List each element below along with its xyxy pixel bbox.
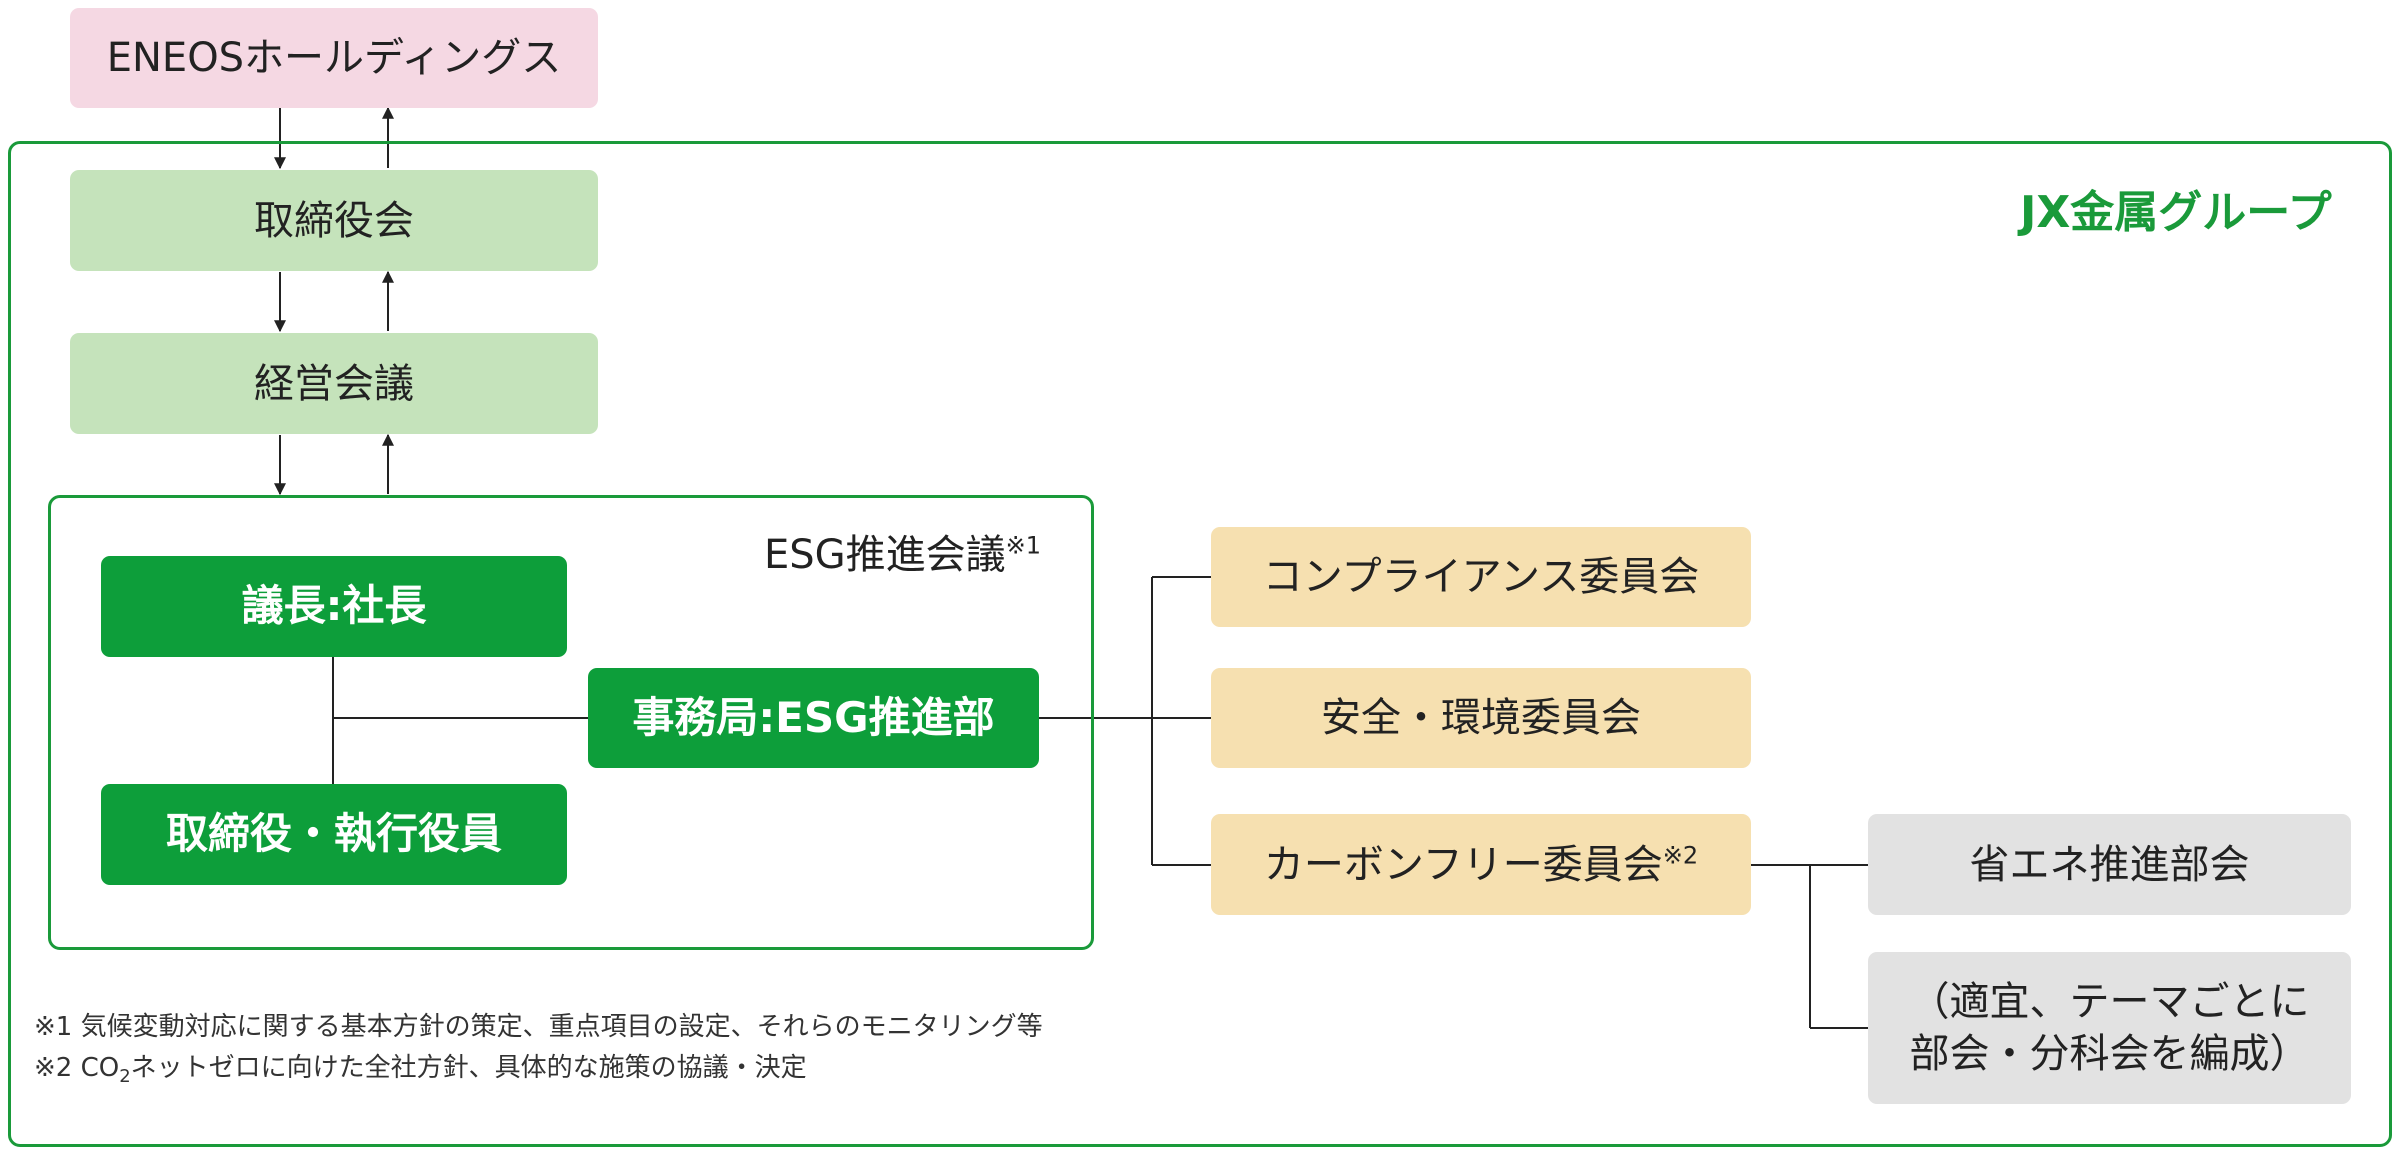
ad-hoc-subcommittee-line2: 部会・分科会を編成） [1909,1031,2310,1077]
footnote-2: ※2 CO2ネットゼロに向けた全社方針、具体的な施策の協議・決定 [34,1047,807,1088]
ad-hoc-subcommittee-line1: （適宜、テーマごとに [1909,979,2310,1025]
energy-saving-subcommittee-label: 省エネ推進部会 [1969,841,2250,888]
secretariat-box: 事務局:ESG推進部 [588,668,1039,768]
footnote-2-suffix: ネットゼロに向けた全社方針、具体的な施策の協議・決定 [130,1053,807,1083]
energy-saving-subcommittee-box: 省エネ推進部会 [1868,814,2351,915]
chair-box: 議長:社長 [101,556,567,657]
jx-group-frame [8,141,2392,1147]
footnote-1: ※1 気候変動対応に関する基本方針の策定、重点項目の設定、それらのモニタリング等 [34,1012,1043,1042]
jx-group-title: JX金属グループ [2020,187,2332,238]
board-label: 取締役会 [254,197,414,244]
esg-council-title: ESG推進会議※1 [764,522,1041,580]
directors-officers-label: 取締役・執行役員 [165,809,502,859]
footnote-2-subscript: 2 [119,1066,131,1088]
safety-environment-committee-box: 安全・環境委員会 [1211,668,1751,768]
esg-council-note-mark: ※1 [1005,531,1042,560]
esg-council-title-text: ESG推進会議 [764,532,1006,578]
carbon-free-note-mark: ※2 [1662,841,1699,870]
safety-environment-committee-label: 安全・環境委員会 [1321,695,1641,741]
footnote-2-prefix: ※2 CO [34,1053,120,1083]
carbon-free-committee-text: カーボンフリー委員会 [1263,841,1663,888]
ad-hoc-subcommittee-box: （適宜、テーマごとに 部会・分科会を編成） [1868,952,2351,1104]
carbon-free-committee-box: カーボンフリー委員会※2 [1211,814,1751,915]
directors-officers-box: 取締役・執行役員 [101,784,567,885]
board-of-directors-box: 取締役会 [70,170,598,271]
secretariat-label: 事務局:ESG推進部 [632,692,995,742]
chair-label: 議長:社長 [241,581,427,631]
management-meeting-label: 経営会議 [254,360,414,407]
compliance-committee-box: コンプライアンス委員会 [1211,527,1751,627]
carbon-free-committee-label: カーボンフリー委員会※2 [1264,839,1698,891]
holding-company-box: ENEOSホールディングス [70,8,598,108]
management-meeting-box: 経営会議 [70,333,598,434]
compliance-committee-label: コンプライアンス委員会 [1262,554,1700,600]
esg-council-frame [48,495,1094,950]
holding-company-label: ENEOSホールディングス [106,35,562,81]
